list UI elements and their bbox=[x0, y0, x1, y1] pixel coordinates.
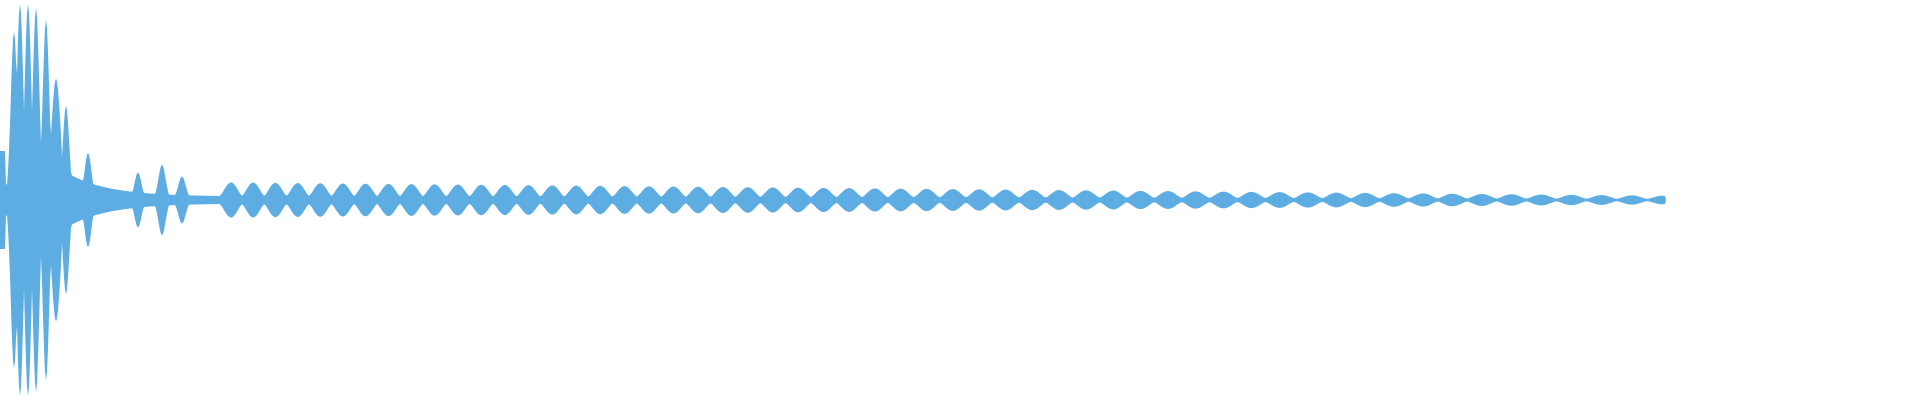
waveform-shape bbox=[0, 4, 1920, 396]
